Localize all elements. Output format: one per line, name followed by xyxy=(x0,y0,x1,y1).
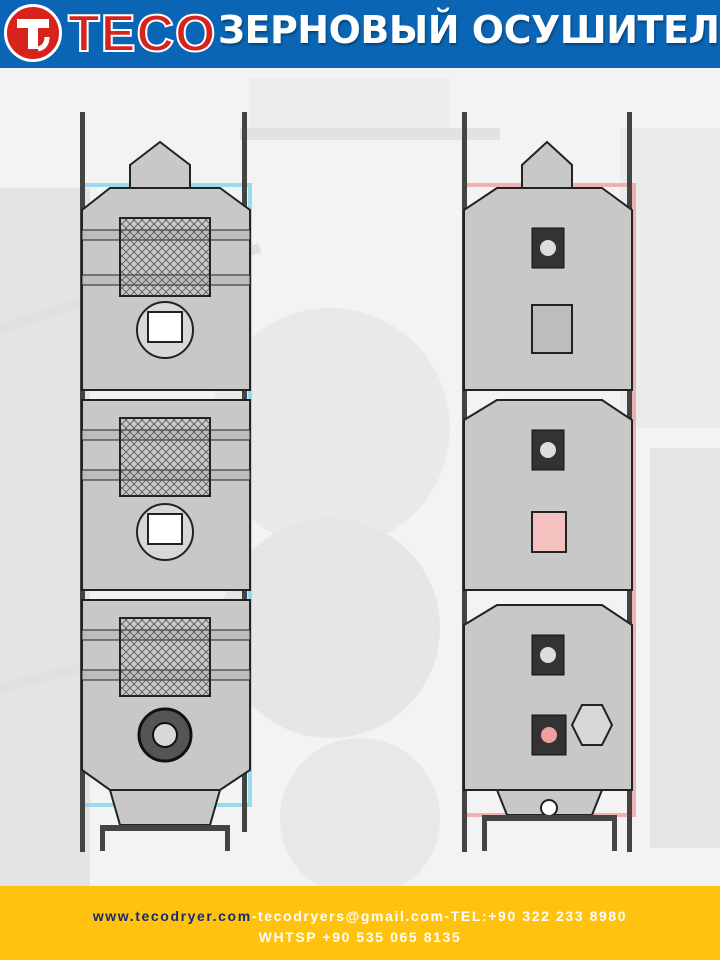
dryer-front-view xyxy=(80,112,252,852)
website-link[interactable]: www.tecodryer.com xyxy=(92,908,252,924)
contact-line: www.tecodryer.com-tecodryers@gmail.com-T… xyxy=(0,908,720,924)
page-title: ЗЕРНОВЫЙ ОСУШИТЕЛЬ xyxy=(218,8,720,52)
logo-emblem-icon xyxy=(4,4,62,62)
dryer-side-view xyxy=(462,112,636,852)
header-bar: TECO ЗЕРНОВЫЙ ОСУШИТЕЛЬ xyxy=(0,0,720,68)
whatsapp-text: WHTSP +90 535 065 8135 xyxy=(258,929,462,945)
logo-text: TECO xyxy=(67,5,217,63)
teco-logo: TECO xyxy=(4,4,216,63)
email-phone-text: -tecodryers@gmail.com-TEL:+90 322 233 89… xyxy=(251,908,628,924)
footer-bar: www.tecodryer.com-tecodryers@gmail.com-T… xyxy=(0,886,720,960)
